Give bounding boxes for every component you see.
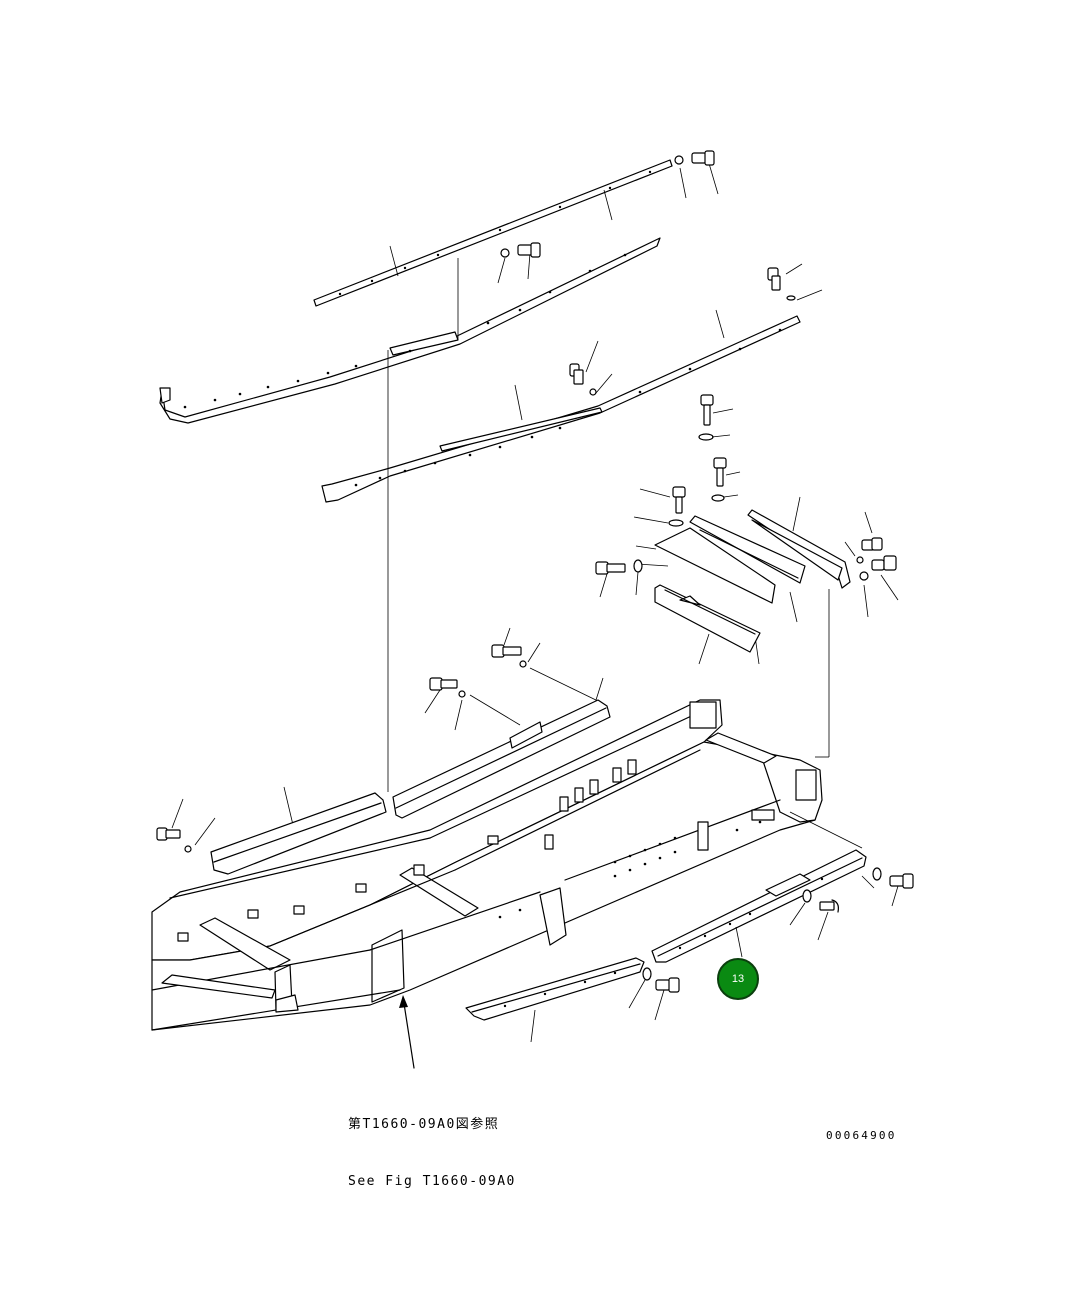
callout-13-label: 13 — [731, 973, 745, 985]
bolt-left-of-cover — [595, 559, 643, 575]
angle-bracket-center — [392, 699, 611, 819]
bolt-guard-strip — [642, 867, 914, 993]
guard-leader-lines — [530, 875, 899, 1043]
cover-plate-upper — [654, 515, 806, 604]
bolt-upper-right — [767, 267, 796, 301]
cover-plate-lower — [654, 584, 761, 653]
bolt-top-right — [674, 150, 715, 166]
reference-note: 第T1660-09A0図参照 See Fig T1660-09A0 — [348, 1077, 516, 1210]
frame-leader-lines — [789, 589, 863, 849]
vertical-bolts-right — [668, 394, 727, 527]
track-frame-body — [151, 699, 823, 1069]
right-bolt-leaders — [599, 408, 899, 665]
guard-strip-lower — [465, 957, 645, 1021]
left-bolt-leaders — [171, 627, 604, 846]
drawing-number: 00064900 — [826, 1129, 897, 1142]
reference-note-jp: 第T1660-09A0図参照 — [348, 1117, 500, 1132]
bolt-mid-left — [491, 644, 527, 668]
bolt-far-left — [156, 827, 192, 853]
guard-strip-upper — [651, 849, 867, 963]
bolt-left — [429, 677, 466, 698]
middle-rail-channel — [321, 315, 801, 503]
upper-leader-lines — [387, 159, 823, 792]
upper-rail-strip — [313, 159, 673, 307]
bolt-upper-mid — [569, 363, 597, 396]
reference-note-en: See Fig T1660-09A0 — [348, 1174, 516, 1189]
angle-bracket-left — [210, 792, 387, 875]
bolt-upper-center — [500, 242, 541, 258]
bolt-bracket-right — [861, 537, 897, 571]
side-bracket — [747, 509, 869, 589]
callout-13[interactable]: 13 — [717, 958, 759, 1000]
